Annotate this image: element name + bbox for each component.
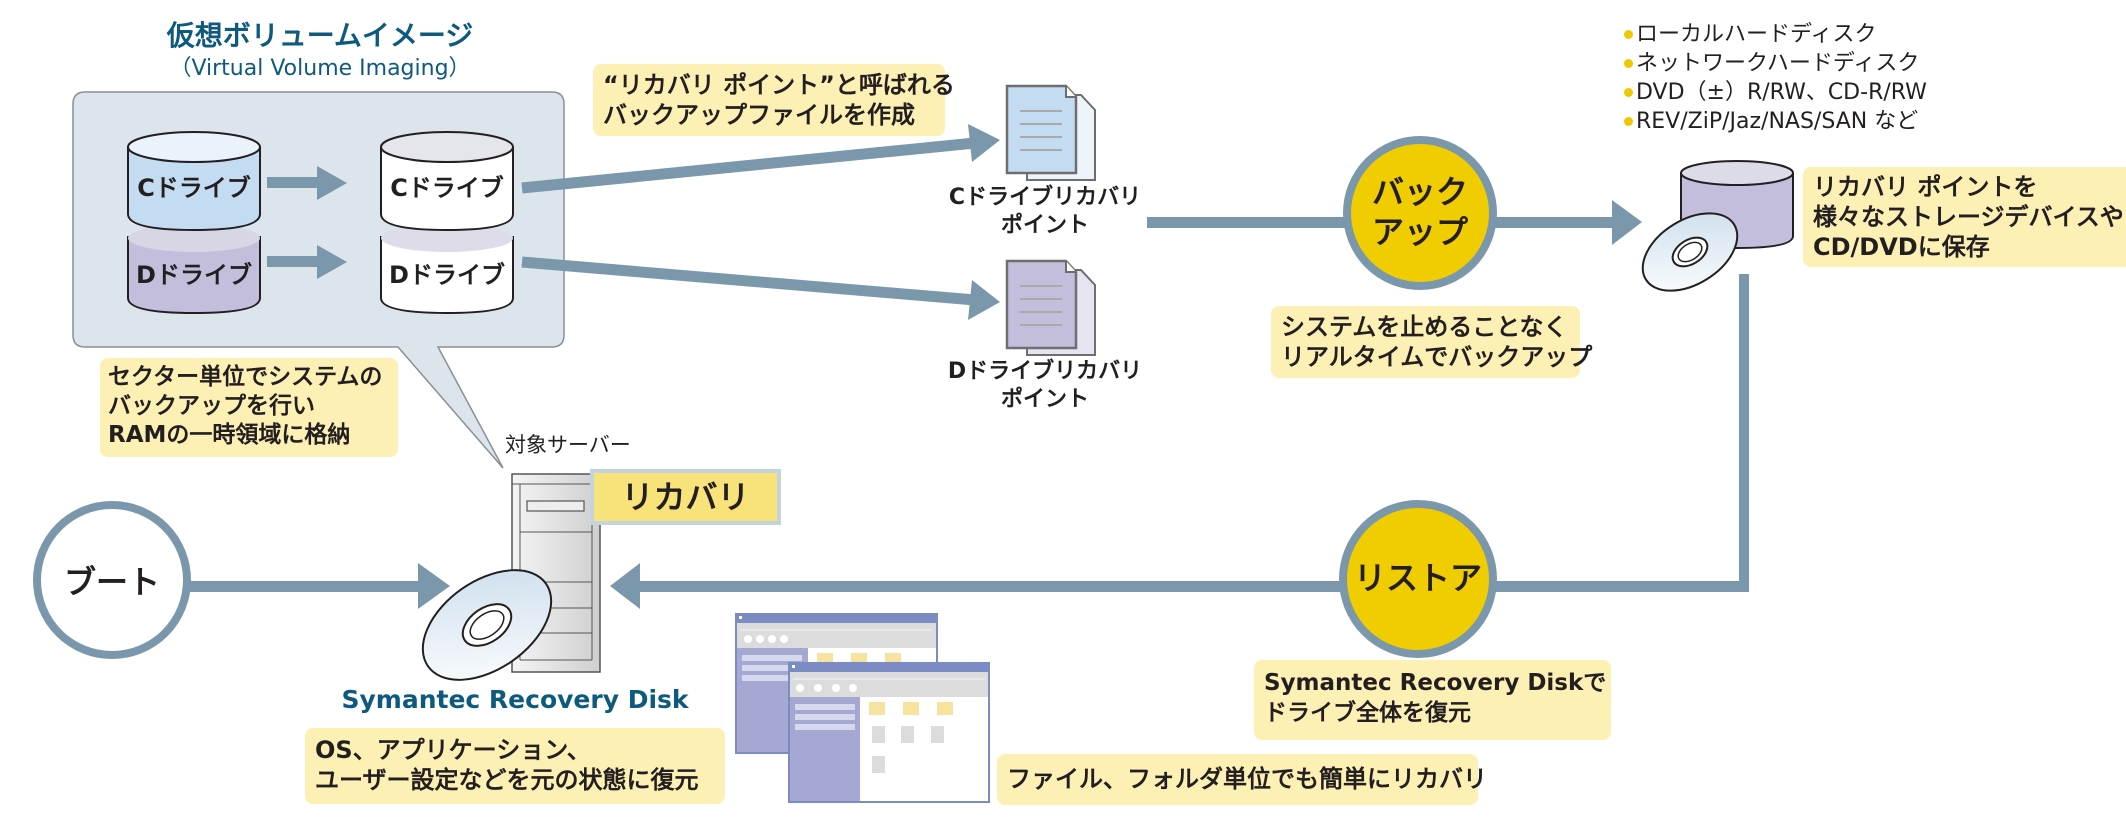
file-window-front-icon bbox=[788, 662, 990, 803]
boot-label: ブート bbox=[63, 563, 160, 601]
c-recovery-point-label: Cドライブリカバリ ポイント bbox=[935, 184, 1155, 240]
storage-note-line: 様々なストレージデバイスや bbox=[1813, 203, 2124, 231]
backup-label: バック アップ bbox=[1355, 172, 1485, 252]
restore-path-line bbox=[610, 274, 1749, 609]
backup-label-line: アップ bbox=[1371, 213, 1468, 251]
vvi-note-line: RAMの一時領域に格納 bbox=[108, 422, 351, 448]
c-recovery-point-file-icon bbox=[1005, 84, 1096, 181]
restore-label: リストア bbox=[1353, 559, 1482, 597]
c-drive-copy-arrow bbox=[267, 166, 347, 200]
vvi-subtitle: （Virtual Volume Imaging） bbox=[169, 56, 471, 81]
d-drive-copy-arrow bbox=[267, 245, 347, 279]
storage-device-item: ローカルハードディスク bbox=[1624, 20, 1927, 49]
backup-label-line: バック bbox=[1371, 173, 1468, 211]
recovery-disk-note-line: OS、アプリケーション、 bbox=[315, 736, 591, 764]
c-recovery-point-label-line: ポイント bbox=[1000, 213, 1089, 238]
storage-disc-icon bbox=[1641, 212, 1739, 292]
image-d-drive-label: Dドライブ bbox=[389, 261, 505, 289]
recovery-disk-label: Symantec Recovery Disk bbox=[341, 685, 689, 714]
recovery-disk-disc-icon bbox=[421, 569, 553, 681]
vvi-note-line: バックアップを行い bbox=[108, 393, 315, 419]
restore-note: Symantec Recovery Diskで ドライブ全体を復元 bbox=[1254, 660, 1611, 740]
recovery-point-note: “リカバリ ポイント”と呼ばれる バックアップファイルを作成 bbox=[593, 64, 955, 136]
storage-note: リカバリ ポイントを 様々なストレージデバイスや CD/DVDに保存 bbox=[1803, 167, 2126, 267]
source-c-drive-label: Cドライブ bbox=[137, 174, 251, 202]
bullet-icon bbox=[1624, 117, 1633, 126]
d-drive-image-cylinder-icon bbox=[380, 224, 514, 315]
bullet-icon bbox=[1624, 30, 1633, 39]
vvi-note: セクター単位でシステムの バックアップを行い RAMの一時領域に格納 bbox=[100, 358, 398, 457]
boot-arrow bbox=[190, 563, 450, 609]
vvi-note-line: セクター単位でシステムの bbox=[108, 364, 383, 390]
storage-device-list: ローカルハードディスク ネットワークハードディスク DVD（±）R/RW、CD-… bbox=[1624, 20, 1927, 136]
c-drive-cylinder-icon bbox=[127, 131, 261, 232]
image-c-drive-label: Cドライブ bbox=[390, 174, 504, 202]
backup-circle bbox=[1343, 136, 1497, 290]
recovery-point-note-line: “リカバリ ポイント”と呼ばれる bbox=[603, 71, 955, 99]
c-drive-image-cylinder-icon bbox=[380, 131, 514, 232]
d-recovery-point-file-icon bbox=[1005, 259, 1096, 356]
restore-circle bbox=[1339, 500, 1497, 658]
bullet-icon bbox=[1624, 59, 1633, 68]
c-recovery-point-label-line: Cドライブリカバリ bbox=[948, 185, 1142, 210]
backup-note: システムを止めることなく リアルタイムでバックアップ bbox=[1271, 306, 1593, 378]
vvi-title: 仮想ボリュームイメージ bbox=[166, 19, 474, 52]
recovery-point-note-line: バックアップファイルを作成 bbox=[603, 101, 915, 129]
storage-device-item: DVD（±）R/RW、CD-R/RW bbox=[1624, 78, 1927, 107]
d-drive-cylinder-icon bbox=[127, 224, 261, 315]
recovery-badge: リカバリ bbox=[590, 469, 781, 525]
backup-note-line: システムを止めることなく bbox=[1281, 313, 1568, 341]
d-recovery-point-label-line: ポイント bbox=[1000, 387, 1089, 412]
source-d-drive-label: Dドライブ bbox=[136, 261, 252, 289]
bullet-icon bbox=[1624, 88, 1633, 97]
storage-note-line: CD/DVDに保存 bbox=[1813, 233, 1990, 261]
recovery-disk-note-line: ユーザー設定などを元の状態に復元 bbox=[315, 766, 699, 794]
target-server-label: 対象サーバー bbox=[505, 433, 631, 457]
d-to-recovery-point-arrow bbox=[521, 256, 1000, 320]
storage-device-item: ネットワークハードディスク bbox=[1624, 49, 1927, 78]
backup-note-line: リアルタイムでバックアップ bbox=[1281, 343, 1593, 371]
recovery-disk-note: OS、アプリケーション、 ユーザー設定などを元の状態に復元 bbox=[305, 728, 725, 804]
d-recovery-point-label-line: Dドライブリカバリ bbox=[947, 359, 1143, 384]
c-to-recovery-point-arrow bbox=[521, 124, 1000, 194]
restore-note-line: ドライブ全体を復元 bbox=[1264, 700, 1471, 726]
boot-circle bbox=[33, 501, 191, 659]
file-recovery-note: ファイル、フォルダ単位でも簡単にリカバリ bbox=[997, 754, 1487, 805]
restore-note-line: Symantec Recovery Diskで bbox=[1264, 670, 1607, 696]
storage-note-line: リカバリ ポイントを bbox=[1813, 173, 2038, 201]
d-recovery-point-label: Dドライブリカバリ ポイント bbox=[935, 358, 1155, 414]
storage-device-item: REV/ZiP/Jaz/NAS/SAN など bbox=[1624, 107, 1927, 136]
